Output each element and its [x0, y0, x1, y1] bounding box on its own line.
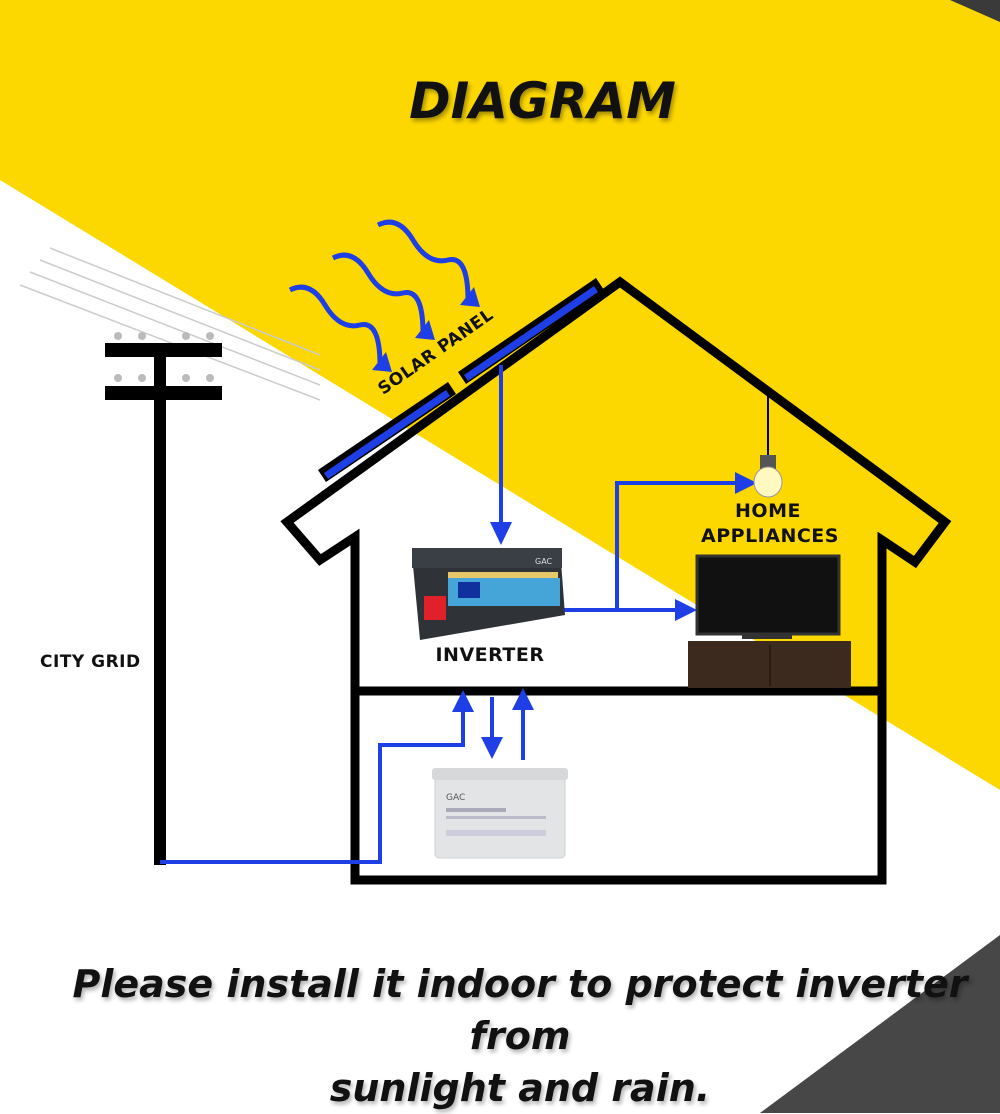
sun-ray-arrowheads	[372, 287, 480, 372]
corner-dark-top	[950, 0, 1000, 22]
light-bulb	[753, 390, 783, 498]
solar-panel	[318, 278, 604, 482]
home-appliances-label-line2: APPLIANCES	[701, 525, 839, 547]
install-note: Please install it indoor to protect inve…	[20, 958, 1000, 1114]
city-grid-label: CITY GRID	[40, 652, 141, 672]
battery-image: GAC	[432, 768, 568, 859]
inverter-image: GAC	[412, 548, 565, 640]
power-lines	[19, 247, 321, 401]
television	[688, 554, 851, 688]
svg-text:GAC: GAC	[446, 793, 465, 803]
corner-dark-bottom	[760, 935, 1000, 1113]
install-note-line1: Please install it indoor to protect inve…	[72, 962, 968, 1058]
inverter-label: INVERTER	[435, 644, 545, 666]
utility-pole	[105, 332, 222, 865]
home-appliances-label-line1: HOME	[735, 500, 801, 522]
wires	[160, 365, 740, 864]
wire-arrowheads	[452, 472, 757, 759]
install-note-line2: sunlight and rain.	[329, 1066, 711, 1110]
sun-rays	[288, 219, 471, 366]
svg-text:GAC: GAC	[535, 557, 553, 566]
house-outline	[280, 276, 952, 885]
page-title: DIAGRAM	[409, 72, 676, 130]
